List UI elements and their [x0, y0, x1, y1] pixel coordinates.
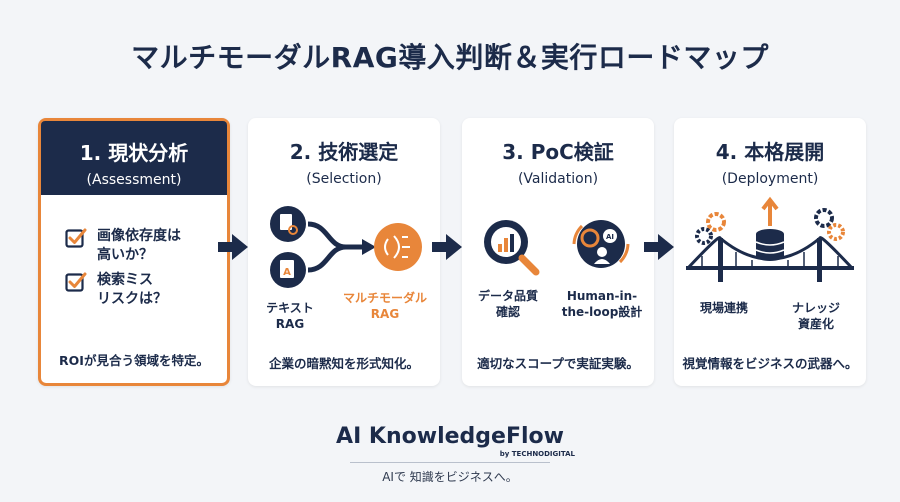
brand-tagline: AIで 知識をビジネスへ。 [382, 470, 518, 484]
brand-company: by TECHNODIGITAL [499, 450, 575, 458]
field-integration-label: 現場連携 [699, 301, 748, 315]
step-subtitle: (Assessment) [86, 172, 182, 188]
database-icon [755, 229, 785, 261]
step-card-selection: 2. 技術選定 (Selection) A テキスト RAG マルチモーダル R… [248, 118, 440, 386]
svg-text:A: A [283, 267, 291, 278]
step-footer: ROIが見合う領域を特定。 [59, 353, 209, 368]
step-card-assessment: 1. 現状分析 (Assessment) 画像依存度は 高いか？ 検索ミス リス… [38, 118, 230, 386]
divider [350, 462, 550, 463]
step-footer: 視覚情報をビジネスの武器へ。 [682, 356, 858, 371]
step-title: 2. 技術選定 [289, 140, 399, 164]
bridge-database-icon [686, 196, 854, 282]
step-footer: 適切なスコープで実証実験。 [477, 356, 639, 371]
checkbox-icon [65, 228, 87, 248]
brand-logo: AI KnowledgeFlow [336, 424, 564, 449]
step-header: 2. 技術選定 (Selection) [248, 118, 440, 187]
text-rag-label: テキスト RAG [266, 301, 314, 331]
step-subtitle: (Selection) [306, 171, 382, 187]
step-header: 4. 本格展開 (Deployment) [674, 118, 866, 187]
step-subtitle: (Deployment) [721, 171, 819, 187]
checklist-item: 検索ミス リスクは？ [65, 271, 167, 309]
knowledge-asset-label: ナレッジ 資産化 [791, 301, 840, 331]
human-in-loop-label: Human-in- the-loop設計 [561, 289, 643, 319]
text-document-icon: A [270, 252, 306, 288]
step-title: 3. PoC検証 [502, 140, 614, 164]
checklist-item: 画像依存度は 高いか？ [65, 227, 181, 265]
step-card-validation: 3. PoC検証 (Validation) AI データ品質 確認 Human-… [462, 118, 654, 386]
document-search-icon [270, 206, 306, 242]
checkbox-icon [65, 272, 87, 292]
page-title: マルチモーダルRAG導入判断＆実行ロードマップ [131, 41, 769, 74]
arrow-right-icon [432, 234, 462, 260]
rag-flow-diagram: A [270, 206, 422, 288]
step-header: 3. PoC検証 (Validation) [462, 118, 654, 187]
data-quality-label: データ品質 確認 [477, 289, 538, 319]
step-title: 4. 本格展開 [715, 140, 825, 164]
checklist-text: 検索ミス リスクは？ [97, 272, 167, 307]
bridge-icon [686, 236, 854, 282]
arrow-right-icon [644, 234, 674, 260]
step-header: 1. 現状分析 (Assessment) [41, 121, 227, 195]
multimodal-rag-label: マルチモーダル RAG [342, 291, 427, 321]
step-title: 1. 現状分析 [79, 141, 189, 165]
ai-brain-icon [374, 223, 422, 271]
step-footer: 企業の暗黙知を形式知化。 [268, 356, 419, 371]
magnifier-chart-icon [484, 220, 540, 276]
svg-text:AI: AI [606, 233, 614, 241]
step-subtitle: (Validation) [517, 171, 599, 187]
arrow-right-icon [218, 234, 248, 260]
step-card-deployment: 4. 本格展開 (Deployment) 現場連携 ナレッジ 資産化 視覚情報を… [674, 118, 866, 386]
checklist-text: 画像依存度は 高いか？ [97, 228, 181, 263]
human-in-loop-icon: AI [572, 220, 630, 268]
gear-icon [695, 208, 845, 245]
